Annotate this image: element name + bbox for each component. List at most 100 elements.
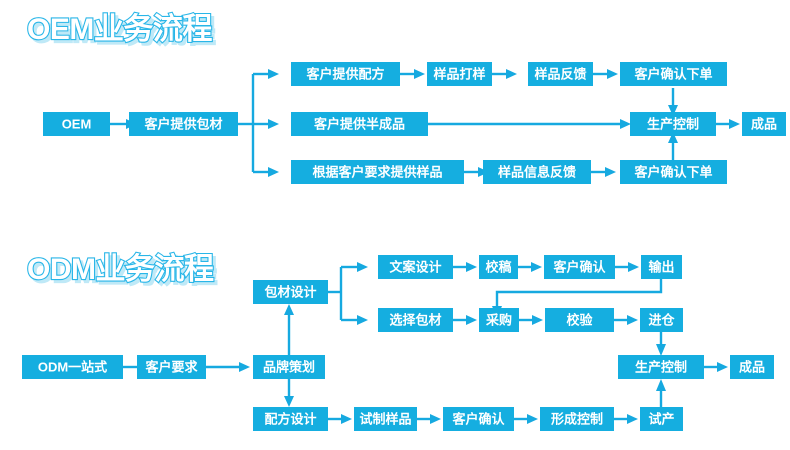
oem-node-row1-d[interactable]: 客户确认下单	[620, 62, 727, 86]
odm-node-copy-design[interactable]: 文案设计	[378, 255, 453, 279]
odm-start-box[interactable]	[22, 355, 123, 379]
oem-node-production[interactable]: 生产控制	[630, 112, 716, 136]
oem-finished-box[interactable]	[742, 112, 786, 136]
oem-start-box[interactable]	[43, 112, 110, 136]
oem-section-title: OEM业务流程 OEM业务流程	[26, 12, 217, 50]
odm-connectors	[123, 262, 728, 424]
row1d-box[interactable]	[620, 62, 727, 86]
odm-node-output[interactable]: 输出	[641, 255, 682, 279]
oem-node-packaging[interactable]: 客户提供包材	[129, 112, 238, 136]
row1a-box[interactable]	[291, 62, 400, 86]
row3a-box[interactable]	[291, 160, 464, 184]
row2a-box[interactable]	[291, 112, 428, 136]
choose-pack-box[interactable]	[378, 308, 453, 332]
arrowhead-copy-proof	[466, 262, 477, 272]
form-control-box[interactable]	[540, 407, 614, 431]
purchase-box[interactable]	[479, 308, 519, 332]
odm-node-pack-design[interactable]: 包材设计	[253, 280, 328, 304]
row3c-box[interactable]	[620, 160, 727, 184]
arrowhead-r3b-r3c	[605, 167, 616, 177]
arrowhead-choosepack-purchase	[466, 315, 477, 325]
oem-start-label: OEM	[62, 116, 92, 131]
packaging-box[interactable]	[129, 112, 238, 136]
arrowhead-formula-trialsample	[341, 414, 352, 424]
arrowhead-trunk-copy	[357, 262, 368, 272]
oem-node-row1-b[interactable]: 样品打样	[427, 62, 492, 86]
copy-design-box[interactable]	[378, 255, 453, 279]
oem-node-row2-a[interactable]: 客户提供半成品	[291, 112, 428, 136]
odm-node-start[interactable]: ODM一站式	[22, 355, 123, 379]
output-box[interactable]	[641, 255, 682, 279]
odm-node-trial-sample[interactable]: 试制样品	[354, 407, 417, 431]
odm-section-title: ODM业务流程 ODM业务流程	[26, 252, 219, 290]
trial-sample-box[interactable]	[354, 407, 417, 431]
oem-node-row1-c[interactable]: 样品反馈	[528, 62, 593, 86]
arrowhead-r1a-r1b	[414, 69, 425, 79]
proof-box[interactable]	[479, 255, 518, 279]
copy-design-label: 文案设计	[389, 259, 441, 274]
odm-node-finished[interactable]: 成品	[730, 355, 774, 379]
odm-title-shadow: ODM业务流程	[30, 256, 217, 289]
arrowhead-trunk-row2	[268, 119, 279, 129]
confirm-top-box[interactable]	[544, 255, 615, 279]
odm-node-requirement[interactable]: 客户要求	[137, 355, 206, 379]
confirm-bottom-box[interactable]	[443, 407, 514, 431]
odm-node-choose-pack[interactable]: 选择包材	[378, 308, 453, 332]
arrowhead-r3c-production	[668, 132, 678, 143]
brand-plan-label: 品牌策划	[263, 359, 315, 374]
arrowhead-brand-formula	[284, 396, 294, 407]
formula-design-label: 配方设计	[264, 411, 316, 426]
pack-design-box[interactable]	[253, 280, 328, 304]
row1c-box[interactable]	[528, 62, 593, 86]
odm-node-trial-prod[interactable]: 试产	[640, 407, 683, 431]
warehouse-box[interactable]	[640, 308, 683, 332]
odm-finished-label: 成品	[739, 359, 765, 374]
formula-design-box[interactable]	[253, 407, 328, 431]
row3b-box[interactable]	[483, 160, 591, 184]
odm-node-purchase[interactable]: 采购	[479, 308, 519, 332]
row1b-label: 样品打样	[433, 66, 485, 81]
odm-node-formula-design[interactable]: 配方设计	[253, 407, 328, 431]
odm-node-proof[interactable]: 校稿	[479, 255, 518, 279]
trial-prod-box[interactable]	[640, 407, 683, 431]
arrowhead-purchase-inspect	[532, 315, 543, 325]
arrowhead-trunk-row3	[268, 167, 279, 177]
requirement-box[interactable]	[137, 355, 206, 379]
choose-pack-label: 选择包材	[389, 312, 441, 327]
inspect-box[interactable]	[545, 308, 614, 332]
form-control-label: 形成控制	[551, 411, 603, 426]
oem-node-row1-a[interactable]: 客户提供配方	[291, 62, 400, 86]
oem-node-row3-c[interactable]: 客户确认下单	[620, 160, 727, 184]
requirement-label: 客户要求	[145, 359, 198, 374]
row1c-label: 样品反馈	[534, 66, 586, 81]
row3c-label: 客户确认下单	[634, 164, 712, 179]
arrowhead-trialsample-confirm	[430, 414, 441, 424]
odm-node-warehouse[interactable]: 进仓	[640, 308, 683, 332]
oem-node-row3-b[interactable]: 样品信息反馈	[483, 160, 591, 184]
arrowhead-confirm-formcontrol	[527, 414, 538, 424]
row1d-label: 客户确认下单	[634, 66, 712, 81]
oem-node-row3-a[interactable]: 根据客户要求提供样品	[291, 160, 464, 184]
oem-production-box[interactable]	[630, 112, 716, 136]
confirm-top-label: 客户确认	[553, 259, 606, 274]
row1b-box[interactable]	[427, 62, 492, 86]
odm-finished-box[interactable]	[730, 355, 774, 379]
arrowhead-confirm-output	[628, 262, 639, 272]
oem-node-oem-start[interactable]: OEM	[43, 112, 110, 136]
arrowhead-trunk-row1	[268, 69, 279, 79]
trial-prod-label: 试产	[648, 411, 674, 426]
oem-title-text: OEM业务流程	[27, 13, 212, 46]
odm-production-box[interactable]	[618, 355, 704, 379]
arrowhead-r1b-r1c	[506, 69, 517, 79]
brand-plan-box[interactable]	[253, 355, 325, 379]
odm-node-production[interactable]: 生产控制	[618, 355, 704, 379]
odm-node-form-control[interactable]: 形成控制	[540, 407, 614, 431]
odm-node-confirm-top[interactable]: 客户确认	[544, 255, 615, 279]
odm-node-brand-plan[interactable]: 品牌策划	[253, 355, 325, 379]
arrowhead-trunk-choosepack	[357, 315, 368, 325]
odm-node-inspect[interactable]: 校验	[545, 308, 614, 332]
oem-node-finished[interactable]: 成品	[742, 112, 786, 136]
odm-node-confirm-bottom[interactable]: 客户确认	[443, 407, 514, 431]
